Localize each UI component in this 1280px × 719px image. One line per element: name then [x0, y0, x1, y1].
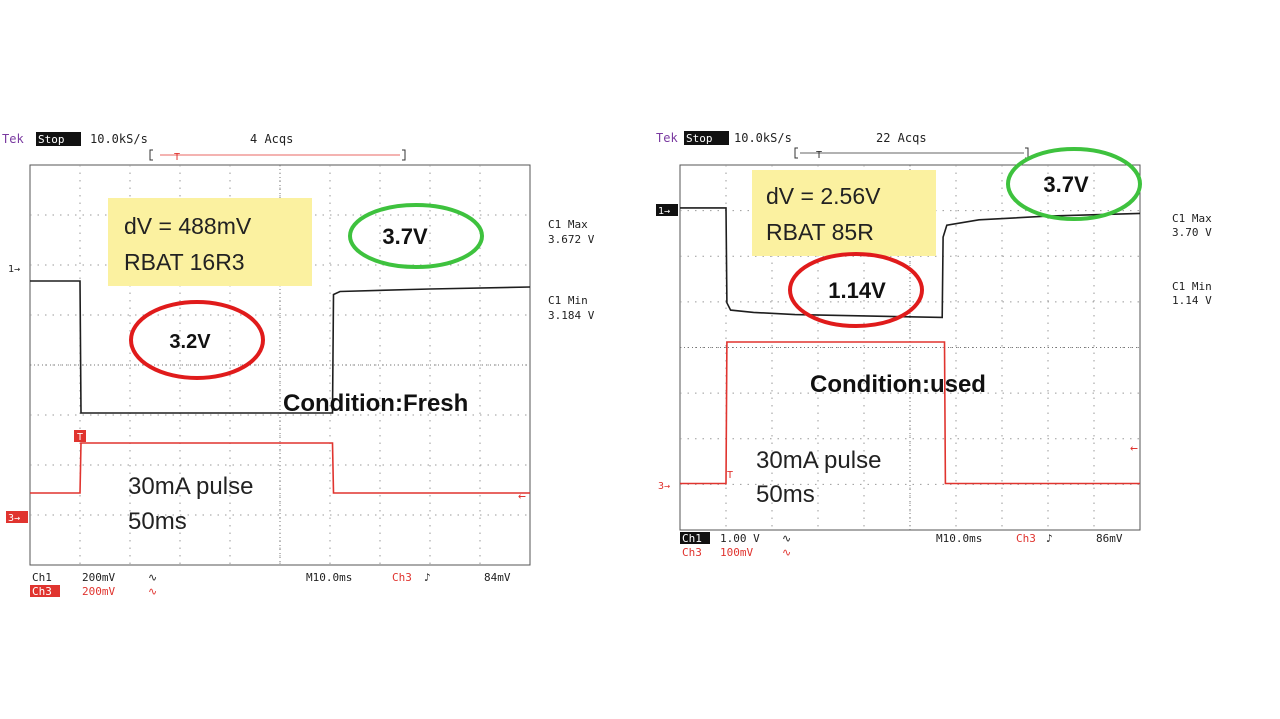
condition-label: Condition:Fresh: [283, 390, 468, 417]
timebase: M10.0ms: [306, 571, 352, 584]
c1-max-label: C1 Max: [548, 218, 588, 231]
ch1-footer-label: Ch1: [682, 532, 702, 545]
trigger-marker-bg: [74, 430, 86, 442]
c1-min-value: 1.14 V: [1172, 294, 1212, 307]
pulse-current-label: 30mA pulse: [128, 473, 253, 500]
trigger-position-marker: T: [816, 150, 822, 161]
max-voltage-label: 3.7V: [1043, 172, 1089, 197]
min-voltage-ring: [129, 300, 265, 380]
battery-resistance-note: RBAT 16R3: [124, 249, 245, 275]
ch1-coupling-icon: ∿: [782, 532, 791, 545]
battery-resistance-note: RBAT 85R: [766, 219, 874, 245]
c1-min-label: C1 Min: [1172, 280, 1212, 293]
min-voltage-label: 3.2V: [169, 331, 211, 353]
min-voltage-label: 1.14V: [828, 278, 886, 303]
condition-label: Condition:used: [810, 371, 986, 398]
scope-fresh: Tek Stop 10.0kS/s 4 Acqs T 1→ 3→ T ← C1 …: [2, 132, 595, 598]
tek-brand: Tek: [2, 132, 24, 146]
record-bracket: [149, 149, 406, 161]
min-voltage-ring: [788, 252, 924, 328]
max-voltage-ring: [1006, 147, 1142, 221]
pulse-duration-label: 50ms: [128, 508, 187, 535]
run-state-badge: [684, 131, 729, 145]
acquisition-count: 4 Acqs: [250, 132, 293, 146]
ch3-coupling-icon: ∿: [148, 585, 157, 598]
ch1-coupling-icon: ∿: [148, 571, 157, 584]
ch1-ground-marker-bg: [656, 204, 678, 216]
trigger-position-marker: T: [174, 152, 180, 163]
ch1-ground-marker: 1→: [658, 206, 670, 217]
trigger-level: 84mV: [484, 571, 511, 584]
max-voltage-label: 3.7V: [382, 224, 428, 249]
ch3-footer-label: Ch3: [682, 546, 702, 559]
sample-rate: 10.0kS/s: [90, 132, 148, 146]
resistance-note-box: [752, 170, 936, 256]
c1-max-value: 3.672 V: [548, 233, 595, 246]
resistance-note-box: [108, 198, 312, 286]
trigger-slope-icon: ♪: [1046, 532, 1053, 545]
ch1-footer-label: Ch1: [32, 571, 52, 584]
trigger-slope-icon: ♪: [424, 571, 431, 584]
ch3-coupling-icon: ∿: [782, 546, 791, 559]
run-state-badge: [36, 132, 81, 146]
c1-max-value: 3.70 V: [1172, 226, 1212, 239]
ch3-current-trace: [30, 442, 530, 494]
max-voltage-ring: [348, 203, 484, 269]
ch3-ground-marker: 3→: [658, 481, 670, 492]
trigger-source: Ch3: [1016, 532, 1036, 545]
ch1-voltage-trace: [30, 280, 531, 414]
c1-min-value: 3.184 V: [548, 309, 595, 322]
ch3-scale: 100mV: [720, 546, 753, 559]
ch3-scale: 200mV: [82, 585, 115, 598]
trigger-source: Ch3: [392, 571, 412, 584]
timebase: M10.0ms: [936, 532, 982, 545]
ch3-ground-marker-bg: [6, 511, 28, 523]
pulse-duration-label: 50ms: [756, 481, 815, 508]
ch3-current-trace: [680, 341, 1140, 485]
trigger-marker: T: [727, 470, 733, 481]
ch3-ground-marker: 3→: [8, 513, 20, 524]
pulse-current-label: 30mA pulse: [756, 447, 881, 474]
trigger-marker: T: [77, 432, 83, 443]
ch3-footer-badge: [30, 585, 60, 597]
ch1-scale: 200mV: [82, 571, 115, 584]
trigger-level-arrow: ←: [518, 489, 526, 504]
tek-brand: Tek: [656, 131, 678, 145]
ch3-footer-label: Ch3: [32, 585, 52, 598]
trigger-level-arrow: ←: [1130, 441, 1138, 456]
c1-min-label: C1 Min: [548, 294, 588, 307]
ch1-ground-marker: 1→: [8, 264, 20, 275]
record-bracket: [794, 147, 1029, 159]
acquisition-count: 22 Acqs: [876, 131, 927, 145]
c1-max-label: C1 Max: [1172, 212, 1212, 225]
run-state-text: Stop: [686, 132, 713, 145]
scope-used: Tek Stop 10.0kS/s 22 Acqs T 1→ 3→ T ← C1…: [656, 131, 1212, 559]
delta-voltage-note: dV = 488mV: [124, 213, 252, 239]
ch1-voltage-trace: [680, 207, 1141, 319]
trigger-level: 86mV: [1096, 532, 1123, 545]
ch1-scale: 1.00 V: [720, 532, 760, 545]
ch1-footer-badge: [680, 532, 710, 544]
sample-rate: 10.0kS/s: [734, 131, 792, 145]
delta-voltage-note: dV = 2.56V: [766, 183, 881, 209]
run-state-text: Stop: [38, 133, 65, 146]
